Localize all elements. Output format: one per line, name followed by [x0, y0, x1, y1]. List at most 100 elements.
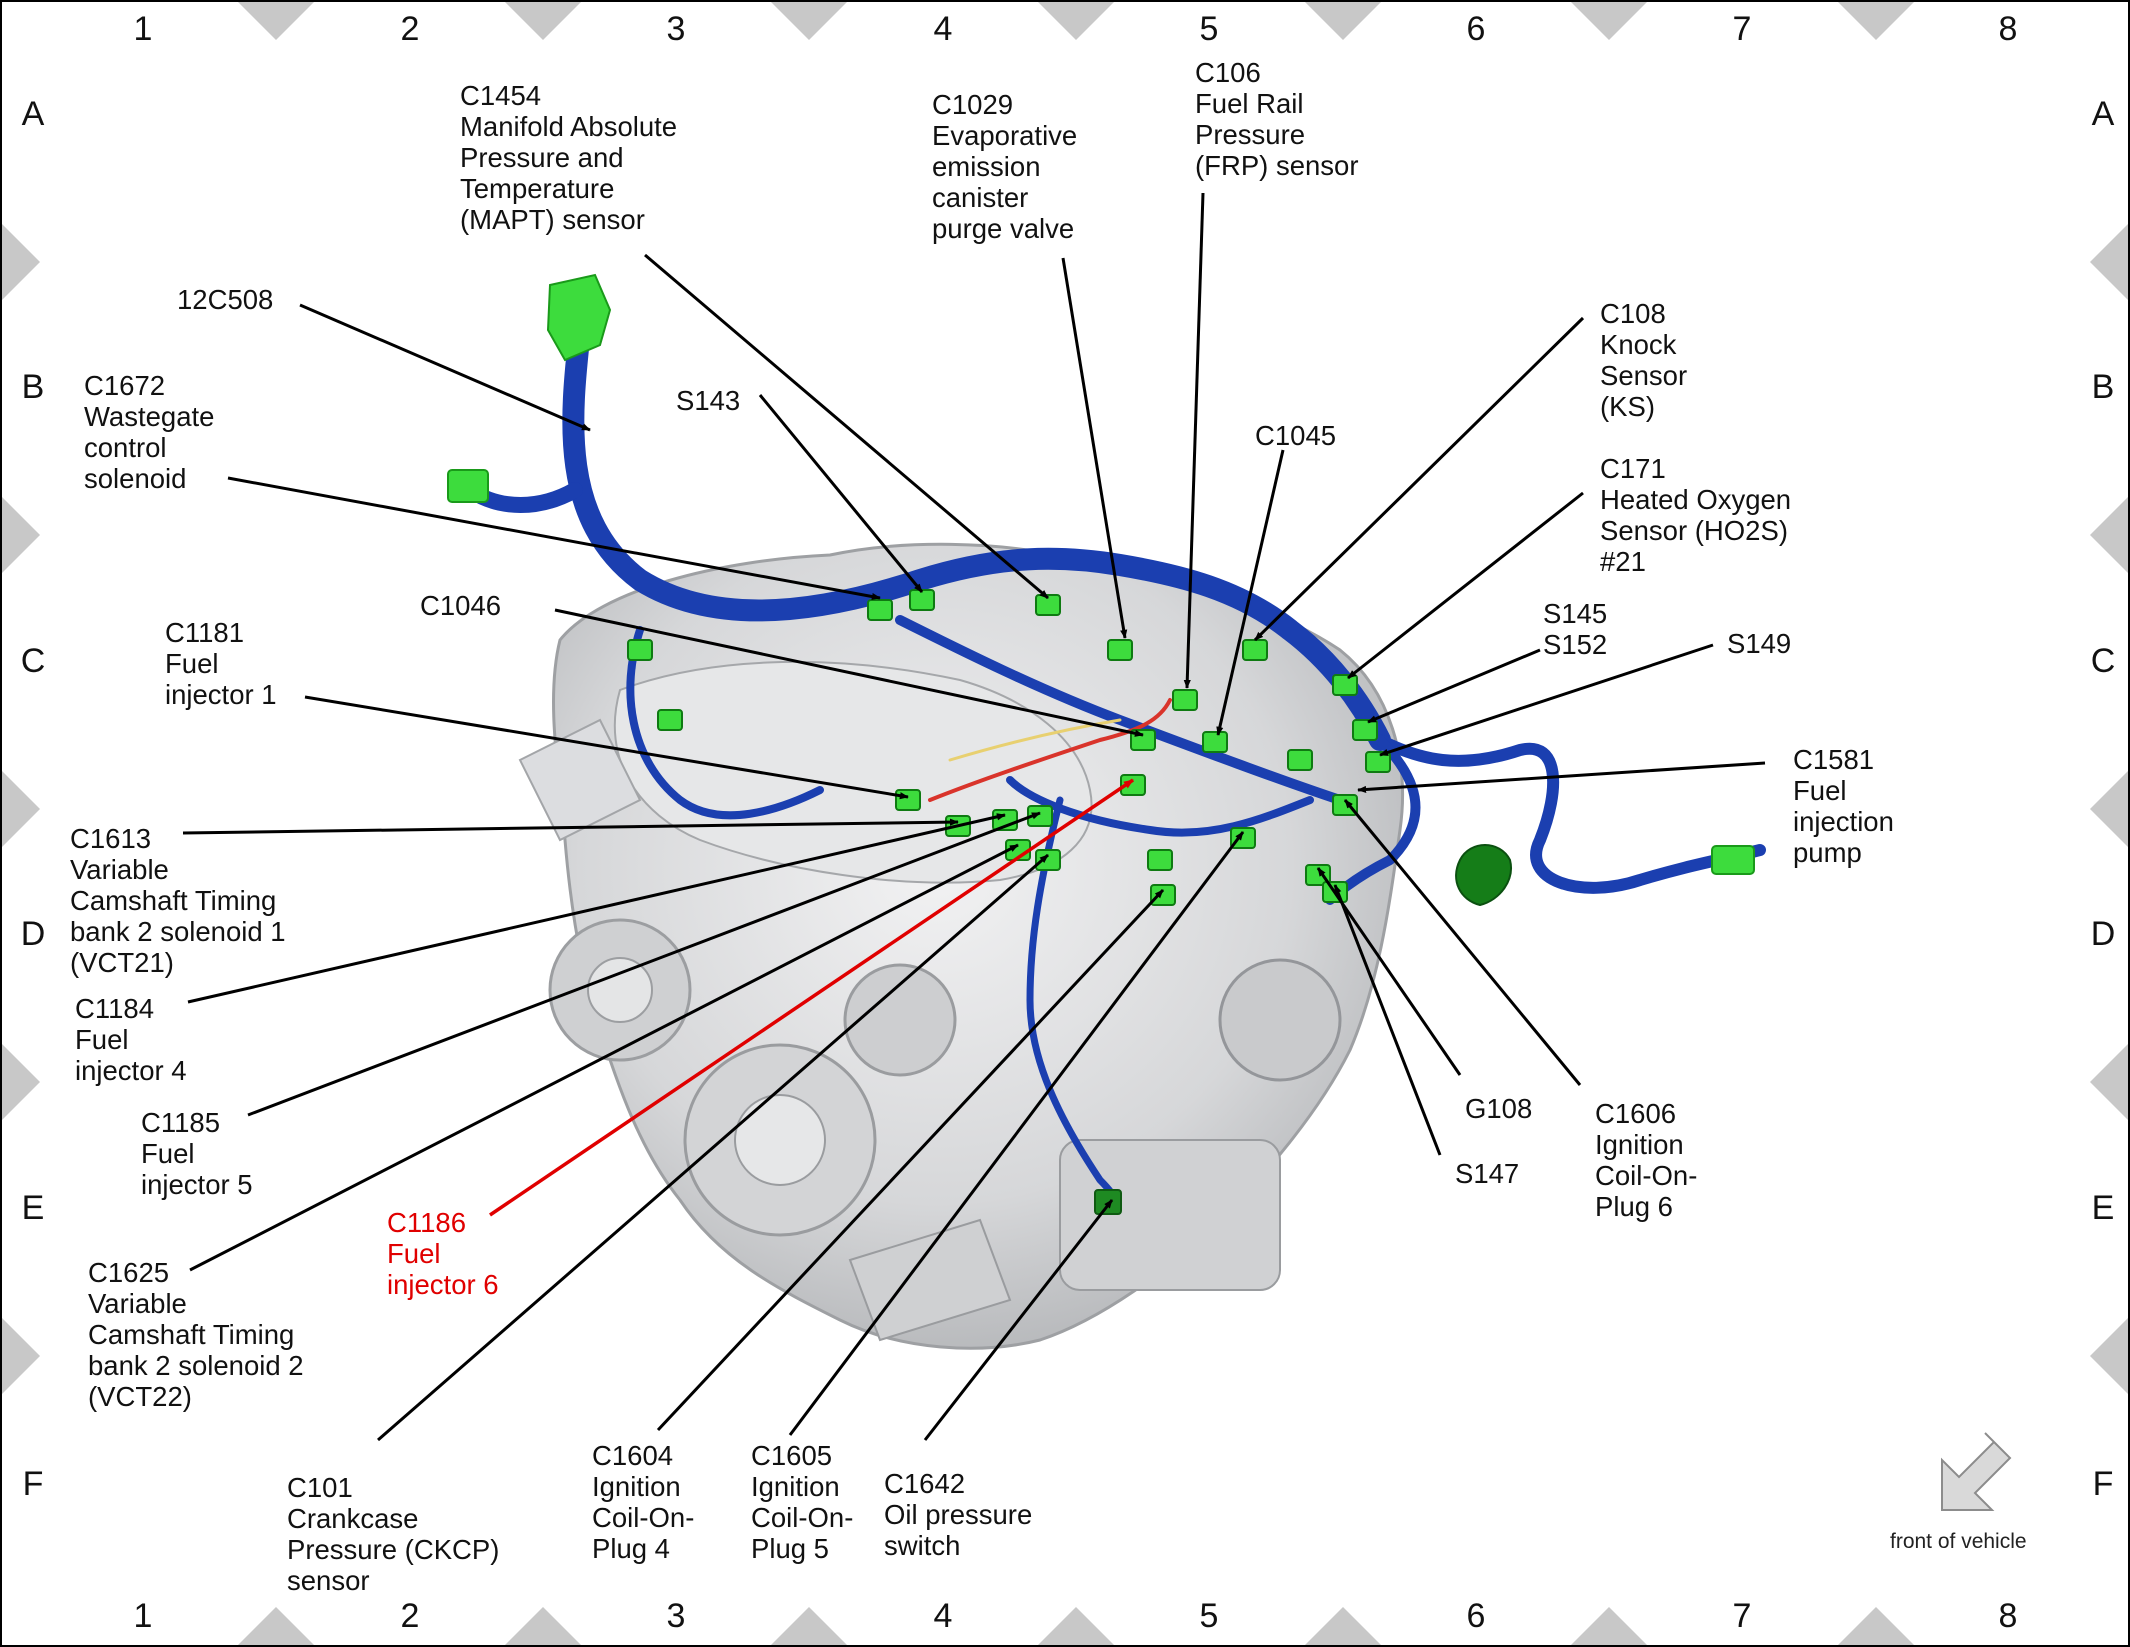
callout-line: injector 4: [75, 1055, 187, 1086]
callout-line: C1184: [75, 993, 154, 1024]
grid-row-label-left: F: [23, 1465, 44, 1503]
leader-c1045: [1216, 449, 1285, 736]
callout-line: C1454: [460, 80, 541, 111]
callout-line: S143: [676, 385, 740, 416]
connector-c1672: [447, 469, 489, 503]
callout-line: C1029: [932, 89, 1013, 120]
connector-marker: [1107, 639, 1133, 661]
callout-line: Fuel Rail: [1195, 88, 1304, 119]
callout-line: C1604: [592, 1440, 673, 1471]
grid-row-label-right: B: [2092, 368, 2115, 406]
callout-line: C108: [1600, 298, 1666, 329]
leader-c1184: [187, 813, 1006, 1004]
connector-marker: [1147, 849, 1173, 871]
connector-marker: [1150, 884, 1176, 906]
callout-line: sensor: [287, 1565, 370, 1596]
connector-marker: [895, 789, 921, 811]
grid-column-label-top: 1: [134, 10, 153, 48]
callout-line: C1613: [70, 823, 151, 854]
callout-line: Camshaft Timing: [70, 885, 276, 916]
callout-line: emission: [932, 151, 1041, 182]
callout-line: Heated Oxygen: [1600, 484, 1791, 515]
connector-12c508: [546, 273, 612, 362]
connector-front-end: [1711, 845, 1755, 875]
frame-marker-bottom: [1305, 1607, 1381, 1645]
callout-line: Manifold Absolute: [460, 111, 677, 142]
callout-line: C1181: [165, 617, 244, 648]
frame-marker-right: [2090, 1318, 2128, 1394]
callout-line: injector 6: [387, 1269, 499, 1300]
accessory-pulley-hub: [587, 957, 653, 1023]
grid-row-label-right: C: [2091, 642, 2116, 680]
connector-marker: [1202, 731, 1228, 753]
leader-c108: [1253, 316, 1585, 642]
callout-line: Fuel: [165, 648, 219, 679]
connector-marker: [1035, 849, 1061, 871]
callout-line: bank 2 solenoid 1: [70, 916, 286, 947]
frame-marker-bottom: [1038, 1607, 1114, 1645]
leader-s145: [1367, 648, 1541, 724]
connector-marker: [1365, 751, 1391, 773]
callout-line: C106: [1195, 57, 1261, 88]
leader-c171: [1347, 491, 1584, 680]
frame-marker-bottom: [505, 1607, 581, 1645]
callout-line: C101: [287, 1472, 353, 1503]
connector-marker: [627, 639, 653, 661]
callout-line: Oil pressure: [884, 1499, 1032, 1530]
grid-column-label-bottom: 4: [934, 1597, 953, 1635]
callout-line: control: [84, 432, 167, 463]
grid-column-label-top: 4: [934, 10, 953, 48]
leader-c1454: [644, 253, 1049, 600]
harness-coil-runs: [1006, 776, 1314, 837]
harness-loop-front: [1374, 734, 1766, 894]
frame-marker-top: [238, 2, 314, 40]
grid-column-label-top: 3: [667, 10, 686, 48]
callout-12c508: 12C508: [177, 284, 273, 315]
frame-marker-right: [2090, 1044, 2128, 1120]
leader-c1642: [923, 1199, 1114, 1441]
callout-line: C1625: [88, 1257, 169, 1288]
callout-line: Camshaft Timing: [88, 1319, 294, 1350]
callout-line: C1046: [420, 590, 501, 621]
grid-row-label-left: D: [21, 915, 46, 953]
grid-column-label-bottom: 3: [667, 1597, 686, 1635]
frame-marker-top: [505, 2, 581, 40]
connector-c1581: [1455, 844, 1512, 907]
callout-line: injector 1: [165, 679, 277, 710]
harness-left-loop: [626, 626, 824, 820]
callout-line: purge valve: [932, 213, 1074, 244]
grid-row-label-left: A: [22, 95, 45, 133]
frame-marker-bottom: [1838, 1607, 1914, 1645]
frame-marker-right: [2090, 497, 2128, 573]
callout-line: injector 5: [141, 1169, 253, 1200]
callout-s147: S147: [1455, 1158, 1519, 1189]
frame-marker-bottom: [1571, 1607, 1647, 1645]
arrow-down-left-icon: [1941, 1432, 2012, 1511]
callout-line: C1185: [141, 1107, 220, 1138]
leader-c1672: [227, 476, 881, 601]
grid-row-label-left: B: [22, 368, 45, 406]
injector-subharness-2: [948, 718, 1122, 762]
frame-marker-left: [2, 1318, 40, 1394]
callout-line: Evaporative: [932, 120, 1077, 151]
frame-marker-top: [1838, 2, 1914, 40]
front-of-vehicle-indicator: front of vehicle: [1890, 1432, 2027, 1553]
leader-c1029: [1061, 257, 1128, 639]
leader-c1046: [554, 608, 1144, 737]
connector-marker: [1352, 719, 1378, 741]
callout-line: Ignition: [592, 1471, 681, 1502]
intake-manifold: [613, 660, 1093, 884]
grid-column-label-bottom: 5: [1200, 1597, 1219, 1635]
frame-marker-top: [1038, 2, 1114, 40]
frame-marker-left: [2, 224, 40, 300]
grid-column-label-bottom: 1: [134, 1597, 153, 1635]
leader-c1613: [182, 818, 959, 835]
callout-line: Sensor (HO2S): [1600, 515, 1788, 546]
callout-line: C1672: [84, 370, 165, 401]
